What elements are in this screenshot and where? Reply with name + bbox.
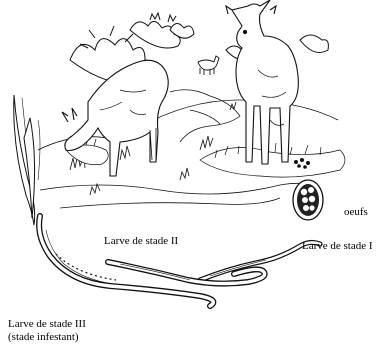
distant-deer	[198, 56, 219, 75]
larva-stage-3	[39, 216, 213, 306]
standing-deer	[226, 0, 298, 164]
label-larva-stage-2: Larve de stade II	[104, 235, 178, 248]
label-larva-stage-1: Larve de stade I	[302, 240, 373, 253]
label-larva-stage-3: Larve de stade III	[8, 318, 86, 331]
label-eggs: oeufs	[344, 206, 368, 219]
grass-blade	[14, 95, 40, 225]
label-infective-stage: (stade infestant)	[8, 331, 79, 344]
egg-cluster	[293, 180, 323, 220]
